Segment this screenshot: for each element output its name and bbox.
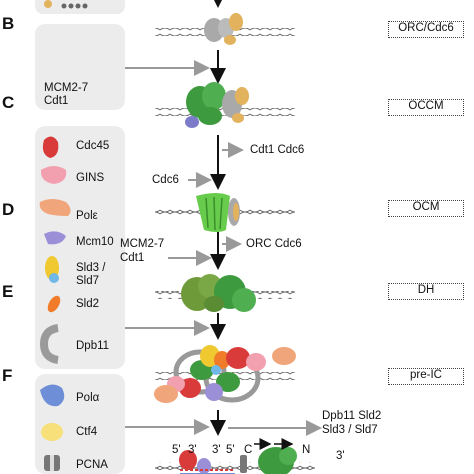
panel-a-remnant	[35, 0, 125, 14]
fork-label-5prime-b: 5'	[226, 444, 235, 456]
label-mcm2-7: MCM2-7	[44, 82, 89, 94]
stage-box-pre-ic: pre-IC	[388, 368, 464, 385]
legend-pol-epsilon: Polε	[76, 210, 98, 222]
fork-label-3prime-c: 3'	[336, 450, 345, 462]
legend-pol-alpha: Polα	[76, 392, 100, 404]
released-sld3-sld7: Sld3 / Sld7	[322, 424, 378, 436]
panel-c-letter: C	[2, 93, 15, 112]
fork-label-5prime-a: 5'	[172, 444, 181, 456]
replisome-fork	[179, 438, 297, 474]
pol-epsilon-icon	[39, 199, 71, 216]
side-arrows	[125, 60, 322, 436]
panel-d-letter: D	[2, 200, 15, 219]
legend-dpb11: Dpb11	[76, 340, 110, 352]
mcm10-icon	[44, 231, 66, 245]
stage-box-occm: OCCM	[388, 99, 464, 116]
fork-label-c: C	[244, 444, 253, 456]
pol-alpha-icon	[40, 384, 65, 407]
added-cdt1: Cdt1	[120, 252, 145, 264]
panel-b-letter: B	[2, 14, 15, 33]
legend-mcm10: Mcm10	[76, 236, 114, 248]
ctf4-icon	[41, 423, 63, 441]
panel-b-box	[35, 24, 125, 110]
input-cdc6: Cdc6	[152, 174, 179, 186]
fork-label-3prime-b: 3'	[212, 444, 221, 456]
stage-box-orc-cdc6: ORC/Cdc6	[388, 21, 464, 38]
ocm-complex	[196, 193, 240, 232]
legend-cdc45: Cdc45	[76, 140, 110, 152]
fork-label-3prime-a: 3'	[188, 444, 197, 456]
label-cdt1: Cdt1	[44, 95, 69, 107]
stage-box-ocm: OCM	[388, 200, 464, 217]
legend-pcna: PCNA	[76, 459, 108, 471]
cdc45-icon	[42, 136, 59, 158]
legend-sld3-sld7: Sld3 / Sld7	[76, 262, 106, 287]
released-cdt1-cdc6: Cdt1 Cdc6	[250, 144, 305, 156]
gins-icon	[40, 166, 67, 184]
legend-gins: GINS	[76, 172, 105, 184]
fork-label-n: N	[302, 444, 311, 456]
added-mcm2-7: MCM2-7	[120, 238, 165, 250]
legend-ctf4: Ctf4	[76, 426, 98, 438]
released-orc-cdc6: ORC Cdc6	[246, 238, 302, 250]
released-dpb11-sld2: Dpb11 Sld2	[322, 410, 382, 422]
pre-ic-complex	[154, 345, 296, 403]
panel-f-letter: F	[2, 366, 13, 385]
double-hexamer	[181, 274, 256, 312]
sld2-icon	[47, 295, 61, 313]
occm-complex	[185, 82, 249, 128]
orc-cdc6-complex	[204, 13, 243, 45]
panel-e-letter: E	[2, 282, 14, 301]
legend-sld2: Sld2	[76, 298, 100, 310]
stage-box-dh: DH	[388, 283, 464, 300]
dpb11-icon	[39, 324, 59, 364]
